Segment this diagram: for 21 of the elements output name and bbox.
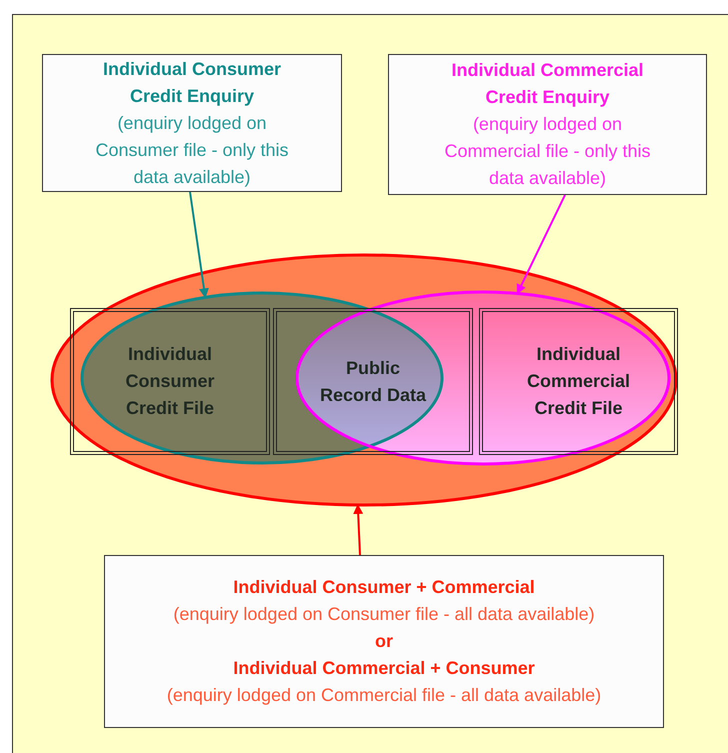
text-box <box>388 54 707 195</box>
description: (enquiry lodged on Commercial file - only this data available) <box>443 113 652 190</box>
heading: Individual Commercial Credit Enquiry <box>450 59 645 109</box>
heading: Individual Consumer + Commercial <box>232 576 536 599</box>
description: (enquiry lodged on Commercial file - all data available) <box>166 684 602 707</box>
ellipse-region <box>80 292 444 464</box>
text-box <box>42 54 342 192</box>
arrow <box>353 504 364 556</box>
arrow <box>516 194 566 294</box>
panel-label: Individual Consumer Credit File <box>124 343 216 420</box>
arrow <box>189 192 209 298</box>
description: (enquiry lodged on Consumer file - only this data available) <box>94 112 290 189</box>
text-box <box>104 555 664 728</box>
panel-label: Public Record Data <box>318 356 428 406</box>
heading: Individual Consumer Credit Enquiry <box>102 58 282 108</box>
panel-label: Individual Commercial Credit File <box>526 343 632 420</box>
heading: or <box>374 630 394 653</box>
heading: Individual Commercial + Consumer <box>232 657 536 680</box>
description: (enquiry lodged on Consumer file - all data available) <box>172 603 596 626</box>
ellipse-region <box>296 290 670 466</box>
ellipse-region <box>50 254 678 506</box>
